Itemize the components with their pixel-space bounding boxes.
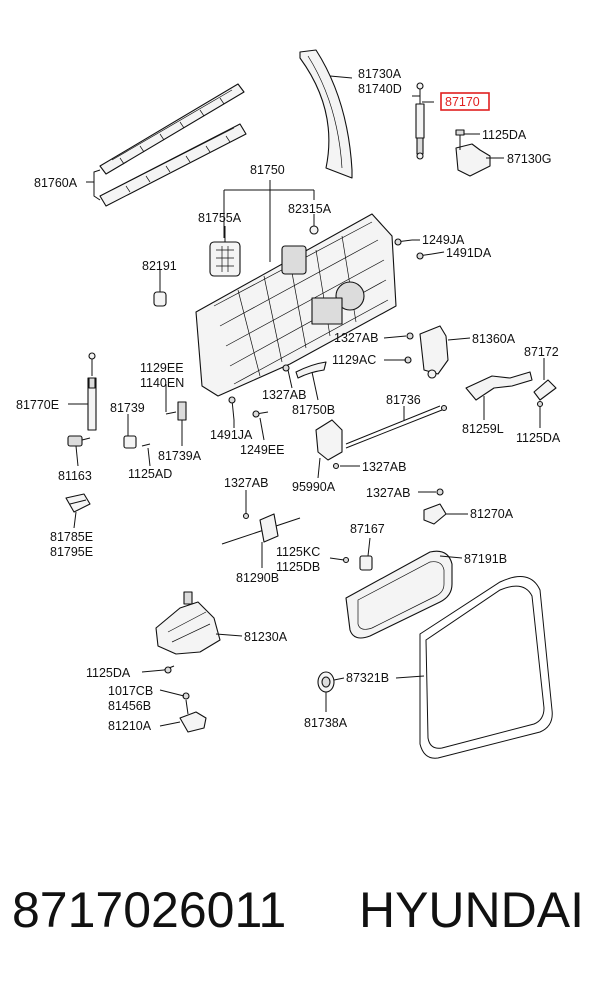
latch-actuator [404,325,449,379]
screw-1491DA [416,252,433,260]
strut-bracket [455,129,491,177]
label-1327AB-c: 1327AB [362,460,406,474]
label-1249EE: 1249EE [240,443,284,457]
label-1327AB-d: 1327AB [224,476,268,490]
label-1327AB-a: 1327AB [334,331,378,345]
clip-87167 [342,555,373,571]
label-1491JA: 1491JA [210,428,253,442]
label-81290B: 81290B [236,571,279,585]
label-81736: 81736 [386,393,421,407]
label-81770E: 81770E [16,398,59,412]
bumper-81738A [317,671,335,693]
label-87130G: 87130G [507,152,551,166]
label-87172: 87172 [524,345,559,359]
label-81740D: 81740D [358,82,402,96]
label-1491DA: 1491DA [446,246,492,260]
label-1125AD: 1125AD [128,467,172,481]
grille-insert [209,241,241,277]
handle-trim [282,361,327,379]
label-1129EE: 1129EE [140,361,184,375]
brand-name: HYUNDAI [358,882,584,938]
hinge-plate [65,493,91,513]
label-81755A: 81755A [198,211,242,225]
part-labels: 81730A 81740D 87170 1125DA 87130G 81760A… [16,67,561,733]
bolt-1491JA [228,396,236,421]
label-82315A: 82315A [288,202,332,216]
label-81230A: 81230A [244,630,288,644]
label-81738A: 81738A [304,716,348,730]
label-1125DA-c: 1125DA [86,666,131,680]
label-81270A: 81270A [470,507,514,521]
label-81210A: 81210A [108,719,152,733]
bracket-95990A [315,419,343,470]
label-1140EN: 1140EN [140,376,184,390]
label-81739A: 81739A [158,449,202,463]
latch-assembly-81230A [155,591,221,655]
parts-diagram: 81730A 81740D 87170 1125DA 87130G 81760A… [16,49,561,759]
bracket-87172 [533,379,557,408]
trim-rail-lower [99,123,247,207]
label-1017CB: 1017CB [108,684,153,698]
label-95990A: 95990A [292,480,336,494]
label-81739: 81739 [110,401,145,415]
rod-81736 [345,404,448,449]
weatherstrip [419,576,553,759]
plug-82191 [153,291,167,307]
rod-bracket-81259L [465,371,533,401]
striker-81210A [179,692,207,733]
label-81259L: 81259L [462,422,504,436]
bolt-81163 [67,435,91,447]
gas-strut-left [87,352,97,431]
label-81730A: 81730A [358,67,402,81]
tailgate-trim-panel [195,213,397,397]
bolt-1249EE [252,410,269,418]
label-1327AB-e: 1327AB [366,486,410,500]
label-81795E: 81795E [50,545,93,559]
label-87321B: 87321B [346,671,389,685]
bolt-1125DA-lower [163,665,175,674]
label-1125KC: 1125KC [276,545,320,559]
label-81163: 81163 [58,469,92,483]
label-87167: 87167 [350,522,385,536]
gas-strut [415,82,425,160]
label-81456B: 81456B [108,699,151,713]
label-1125DB: 1125DB [276,560,320,574]
label-1327AB-b: 1327AB [262,388,306,402]
glass-seal [345,550,453,639]
clip-82315A [309,225,319,235]
label-1125DA-a: 1125DA [482,128,527,142]
footer: 8717026011 HYUNDAI [0,878,600,948]
part-number: 8717026011 [12,882,287,938]
label-82191: 82191 [142,259,177,273]
label-81760A: 81760A [34,176,78,190]
label-81750: 81750 [250,163,285,177]
label-81360A: 81360A [472,332,516,346]
latch-81270A [423,488,447,525]
label-87191B: 87191B [464,552,507,566]
screw-1249JA [394,238,413,246]
trim-rail-upper [99,83,245,175]
label-1129AC: 1129AC [332,353,376,367]
leader-lines [68,75,545,727]
label-1125DA-b: 1125DA [516,431,561,445]
rod-81290B [221,512,301,545]
highlight-box-87170 [440,92,490,111]
label-81750B: 81750B [292,403,335,417]
label-1249JA: 1249JA [422,233,465,247]
label-87170: 87170 [445,95,480,109]
pillar-trim [299,49,353,179]
label-81785E: 81785E [50,530,93,544]
